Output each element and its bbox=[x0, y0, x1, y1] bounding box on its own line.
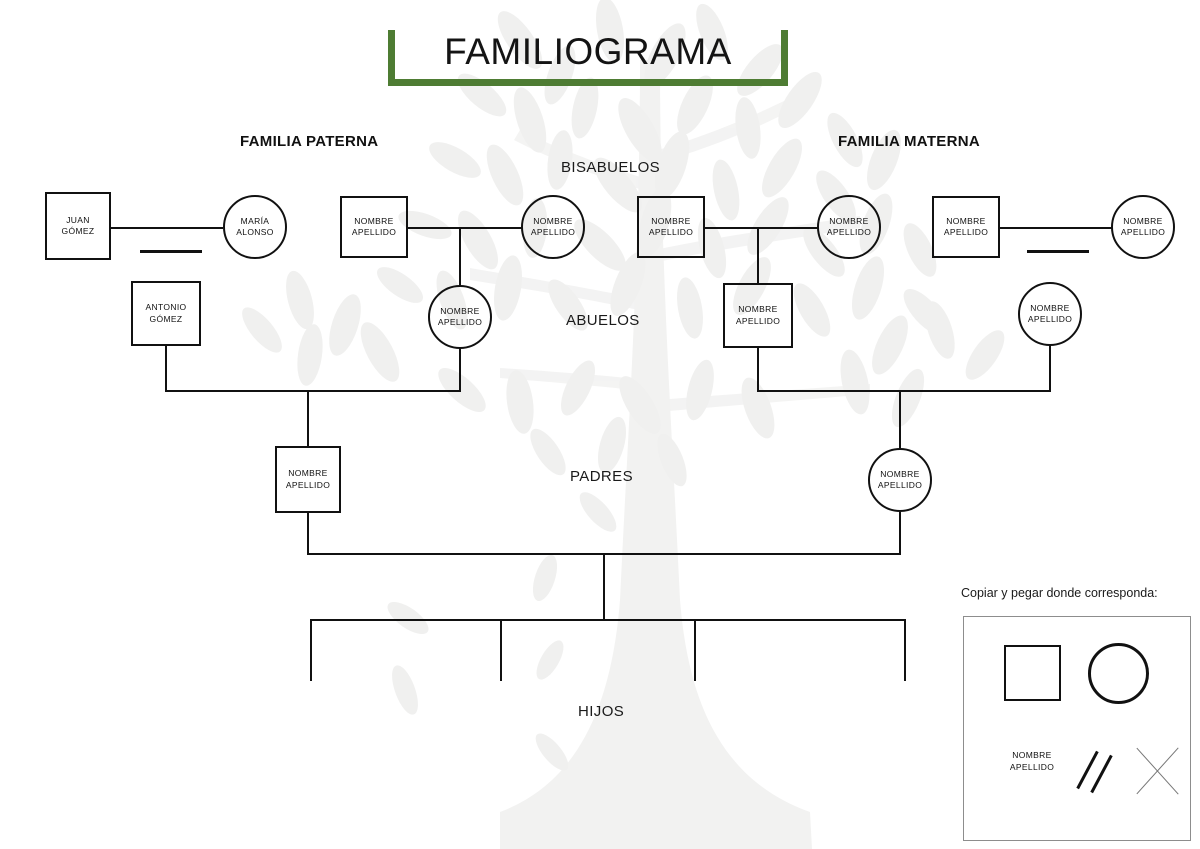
node-label-line2: APELLIDO bbox=[943, 227, 989, 237]
node-p-ggf-2[interactable]: NOMBRE APELLIDO bbox=[340, 196, 408, 258]
descent-line-father bbox=[307, 390, 310, 446]
node-p-gf[interactable]: ANTONIO GÓMEZ bbox=[131, 281, 201, 346]
node-label-line2: APELLIDO bbox=[1027, 314, 1073, 324]
node-label-line2: APELLIDO bbox=[351, 227, 397, 237]
node-label-line2: GÓMEZ bbox=[61, 226, 95, 236]
page-title-frame: FAMILIOGRAMA bbox=[388, 30, 788, 86]
descent-line-mother-to-bus bbox=[899, 512, 902, 555]
generation-label-padres: PADRES bbox=[570, 468, 633, 485]
node-label-line1: NOMBRE bbox=[829, 215, 869, 226]
node-label-line1: JUAN bbox=[66, 214, 90, 225]
node-label-line2: APELLIDO bbox=[530, 227, 576, 237]
legend-box bbox=[963, 616, 1191, 841]
node-m-gf[interactable]: NOMBRE APELLIDO bbox=[723, 283, 793, 348]
descent-stub-maternal-2 bbox=[1027, 250, 1089, 253]
node-label-line1: NOMBRE bbox=[1123, 215, 1163, 226]
descent-line-p-gf bbox=[165, 346, 168, 392]
marriage-line-paternal-2 bbox=[408, 227, 522, 230]
node-p-ggm-1[interactable]: MARÍA ALONSO bbox=[223, 195, 287, 259]
sibling-drop-4 bbox=[904, 619, 907, 681]
node-label-line1: NOMBRE bbox=[738, 304, 778, 315]
node-label-line2: APELLIDO bbox=[735, 315, 781, 326]
node-label-line1: NOMBRE bbox=[288, 468, 328, 479]
sibling-drop-3 bbox=[694, 619, 697, 681]
marriage-line-paternal-1 bbox=[110, 227, 223, 230]
legend-caption: Copiar y pegar donde corresponda: bbox=[961, 586, 1158, 600]
marriage-line-maternal-1 bbox=[705, 227, 818, 230]
legend-name-label[interactable]: NOMBRE APELLIDO bbox=[1000, 750, 1064, 774]
node-label-line2: APELLIDO bbox=[285, 479, 331, 490]
title-bracket-decoration bbox=[388, 30, 788, 86]
node-label-line1: ANTONIO bbox=[145, 302, 187, 313]
node-label-line1: NOMBRE bbox=[946, 215, 986, 226]
node-label-line2: APELLIDO bbox=[1120, 227, 1166, 237]
node-m-gm[interactable]: NOMBRE APELLIDO bbox=[1018, 282, 1082, 346]
node-label-line2: GÓMEZ bbox=[149, 313, 183, 324]
node-label-line1: NOMBRE bbox=[354, 215, 394, 226]
node-p-gm[interactable]: NOMBRE APELLIDO bbox=[428, 285, 492, 349]
descent-line-m-gm bbox=[1049, 345, 1052, 392]
node-label-line1: NOMBRE bbox=[880, 468, 920, 479]
descent-line-father-to-bus bbox=[307, 513, 310, 555]
descent-line-p-gm-lower bbox=[459, 348, 462, 392]
legend-name-line2: APELLIDO bbox=[1009, 761, 1055, 772]
generation-label-bisabuelos: BISABUELOS bbox=[561, 159, 661, 176]
union-bus-paternal-grandparents bbox=[165, 390, 461, 393]
page-title: FAMILIOGRAMA bbox=[444, 31, 732, 72]
node-label-line1: NOMBRE bbox=[1030, 302, 1070, 313]
sibling-bus bbox=[310, 619, 906, 622]
node-label-line2: APELLIDO bbox=[877, 480, 923, 490]
node-label-line1: MARÍA bbox=[240, 215, 270, 226]
heading-familia-materna: FAMILIA MATERNA bbox=[838, 133, 980, 150]
node-p-ggm-2[interactable]: NOMBRE APELLIDO bbox=[521, 195, 585, 259]
legend-name-line1: NOMBRE bbox=[1012, 750, 1052, 760]
generation-label-abuelos: ABUELOS bbox=[566, 312, 640, 329]
sibling-drop-2 bbox=[500, 619, 503, 681]
node-label-line2: ALONSO bbox=[236, 227, 274, 237]
node-label-line2: APELLIDO bbox=[437, 317, 483, 327]
descent-line-to-sibling-bus bbox=[603, 553, 606, 621]
descent-line-m-gf-lower bbox=[757, 348, 760, 392]
union-bus-maternal-grandparents bbox=[757, 390, 1051, 393]
node-label-line1: NOMBRE bbox=[533, 215, 573, 226]
node-label-line2: APELLIDO bbox=[826, 227, 872, 237]
legend-circle-symbol[interactable] bbox=[1088, 643, 1149, 704]
node-m-ggm-1[interactable]: NOMBRE APELLIDO bbox=[817, 195, 881, 259]
marriage-line-maternal-2 bbox=[1000, 227, 1112, 230]
node-m-ggf-1[interactable]: NOMBRE APELLIDO bbox=[637, 196, 705, 258]
descent-line-m-gf-upper bbox=[757, 227, 760, 284]
descent-stub-paternal-1 bbox=[140, 250, 202, 253]
node-m-ggf-2[interactable]: NOMBRE APELLIDO bbox=[932, 196, 1000, 258]
legend-cross-symbol[interactable] bbox=[1131, 742, 1185, 800]
generation-label-hijos: HIJOS bbox=[578, 703, 625, 720]
legend-square-symbol[interactable] bbox=[1004, 645, 1061, 701]
node-label-line2: APELLIDO bbox=[648, 227, 694, 237]
node-mother[interactable]: NOMBRE APELLIDO bbox=[868, 448, 932, 512]
sibling-drop-1 bbox=[310, 619, 313, 681]
node-label-line1: NOMBRE bbox=[651, 215, 691, 226]
heading-familia-paterna: FAMILIA PATERNA bbox=[240, 133, 379, 150]
descent-line-mother bbox=[899, 390, 902, 448]
node-label-line1: NOMBRE bbox=[440, 305, 480, 316]
descent-line-p-gm-upper bbox=[459, 227, 462, 286]
node-father[interactable]: NOMBRE APELLIDO bbox=[275, 446, 341, 513]
node-m-ggm-2[interactable]: NOMBRE APELLIDO bbox=[1111, 195, 1175, 259]
legend-double-slash-symbol[interactable] bbox=[1076, 745, 1122, 797]
node-p-ggf-1[interactable]: JUAN GÓMEZ bbox=[45, 192, 111, 260]
